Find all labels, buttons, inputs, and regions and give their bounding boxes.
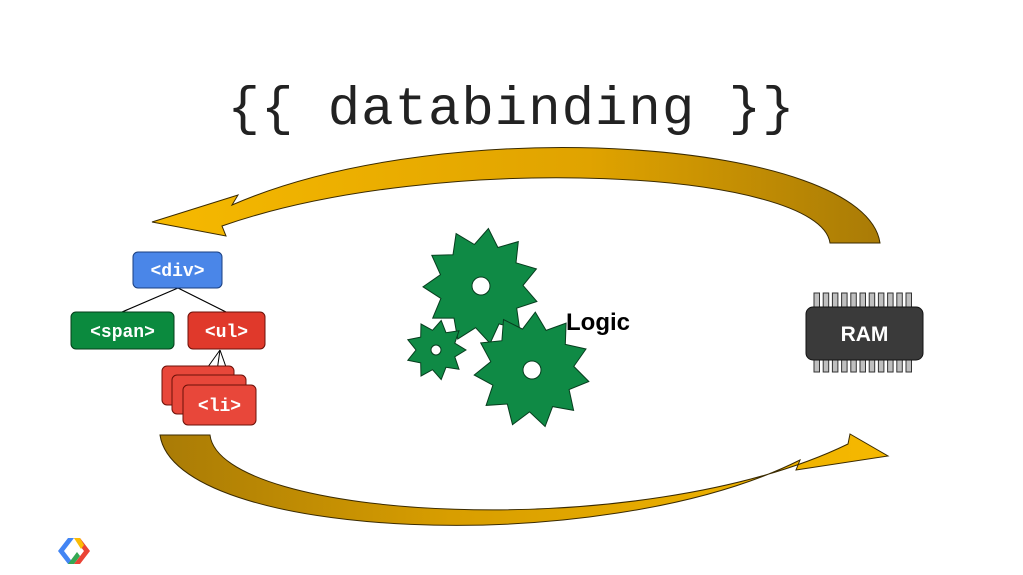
- span-node-label: <span>: [90, 323, 155, 343]
- gear-large-icon: [422, 227, 538, 345]
- ram-chip-icon: RAM: [805, 292, 924, 373]
- li-node-front: [182, 384, 257, 426]
- gear-small-icon: [406, 319, 467, 381]
- ram-label: RAM: [841, 323, 889, 346]
- div-node: <div>: [132, 251, 223, 289]
- slide-title: {{ databinding }}: [227, 80, 796, 141]
- gear-medium-icon: [473, 311, 590, 428]
- span-node: <span>: [70, 311, 175, 350]
- logic-label: Logic: [566, 309, 630, 336]
- ul-node-label: <ul>: [205, 323, 248, 343]
- bottom-curved-arrow: [159, 433, 890, 526]
- div-node-label: <div>: [150, 262, 204, 282]
- li-node-stack: <li>: [161, 365, 257, 426]
- google-developers-logo: [58, 538, 90, 564]
- top-curved-arrow: [151, 147, 881, 244]
- logic-gears: [406, 227, 590, 428]
- dom-tree-connectors: [121, 287, 227, 313]
- li-node-label: <li>: [198, 397, 241, 417]
- ul-node: <ul>: [187, 311, 266, 350]
